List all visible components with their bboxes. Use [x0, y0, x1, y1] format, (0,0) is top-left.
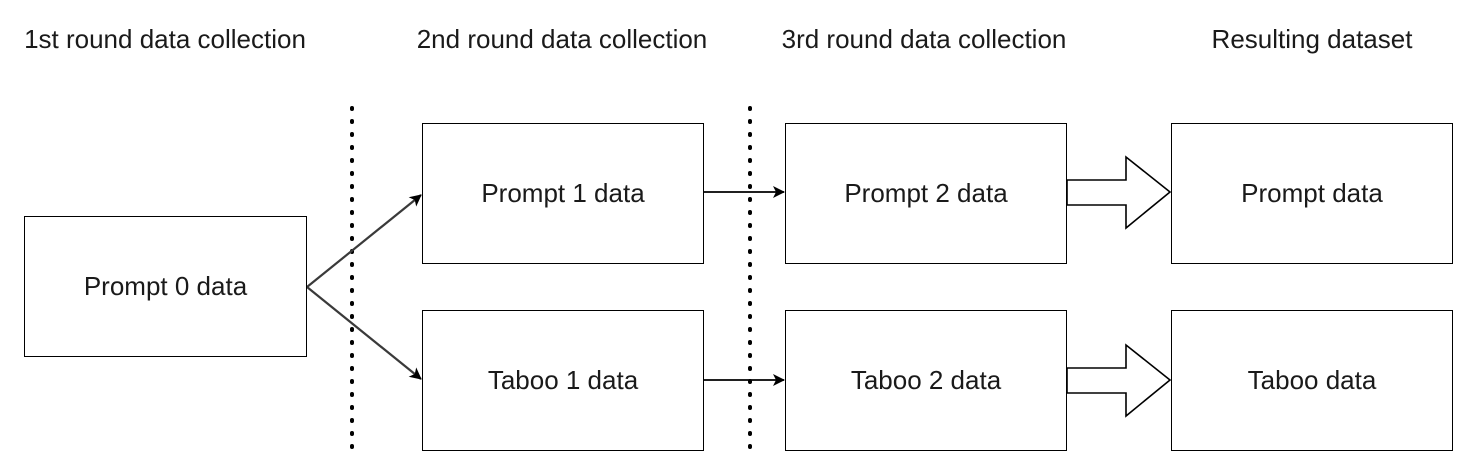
arrow-prompt0-to-prompt1 — [306, 194, 422, 288]
box-label: Prompt data — [1241, 178, 1383, 208]
box-label: Prompt 1 data — [481, 178, 645, 208]
box-prompt-0-data: Prompt 0 data — [24, 216, 307, 357]
box-prompt-1-data: Prompt 1 data — [422, 123, 704, 264]
header-resulting-dataset: Resulting dataset — [1211, 24, 1413, 54]
box-label: Taboo 1 data — [487, 365, 639, 395]
box-prompt-2-data: Prompt 2 data — [785, 123, 1067, 264]
box-taboo-2-data: Taboo 2 data — [785, 310, 1067, 451]
arrow-prompt0-to-taboo1 — [306, 286, 422, 380]
header-round-1: 1st round data collection — [24, 24, 306, 54]
box-label: Taboo data — [1247, 365, 1377, 395]
box-label: Prompt 0 data — [83, 271, 248, 301]
box-label: Prompt 2 data — [844, 178, 1008, 208]
box-taboo-1-data: Taboo 1 data — [422, 310, 704, 451]
header-round-3: 3rd round data collection — [781, 24, 1067, 54]
block-arrow-prompt-to-result — [1066, 155, 1172, 230]
box-prompt-data-result: Prompt data — [1171, 123, 1453, 264]
header-round-2: 2nd round data collection — [416, 24, 708, 54]
box-label: Taboo 2 data — [850, 365, 1002, 395]
box-taboo-data-result: Taboo data — [1171, 310, 1453, 451]
block-arrow-taboo-to-result — [1066, 343, 1172, 418]
